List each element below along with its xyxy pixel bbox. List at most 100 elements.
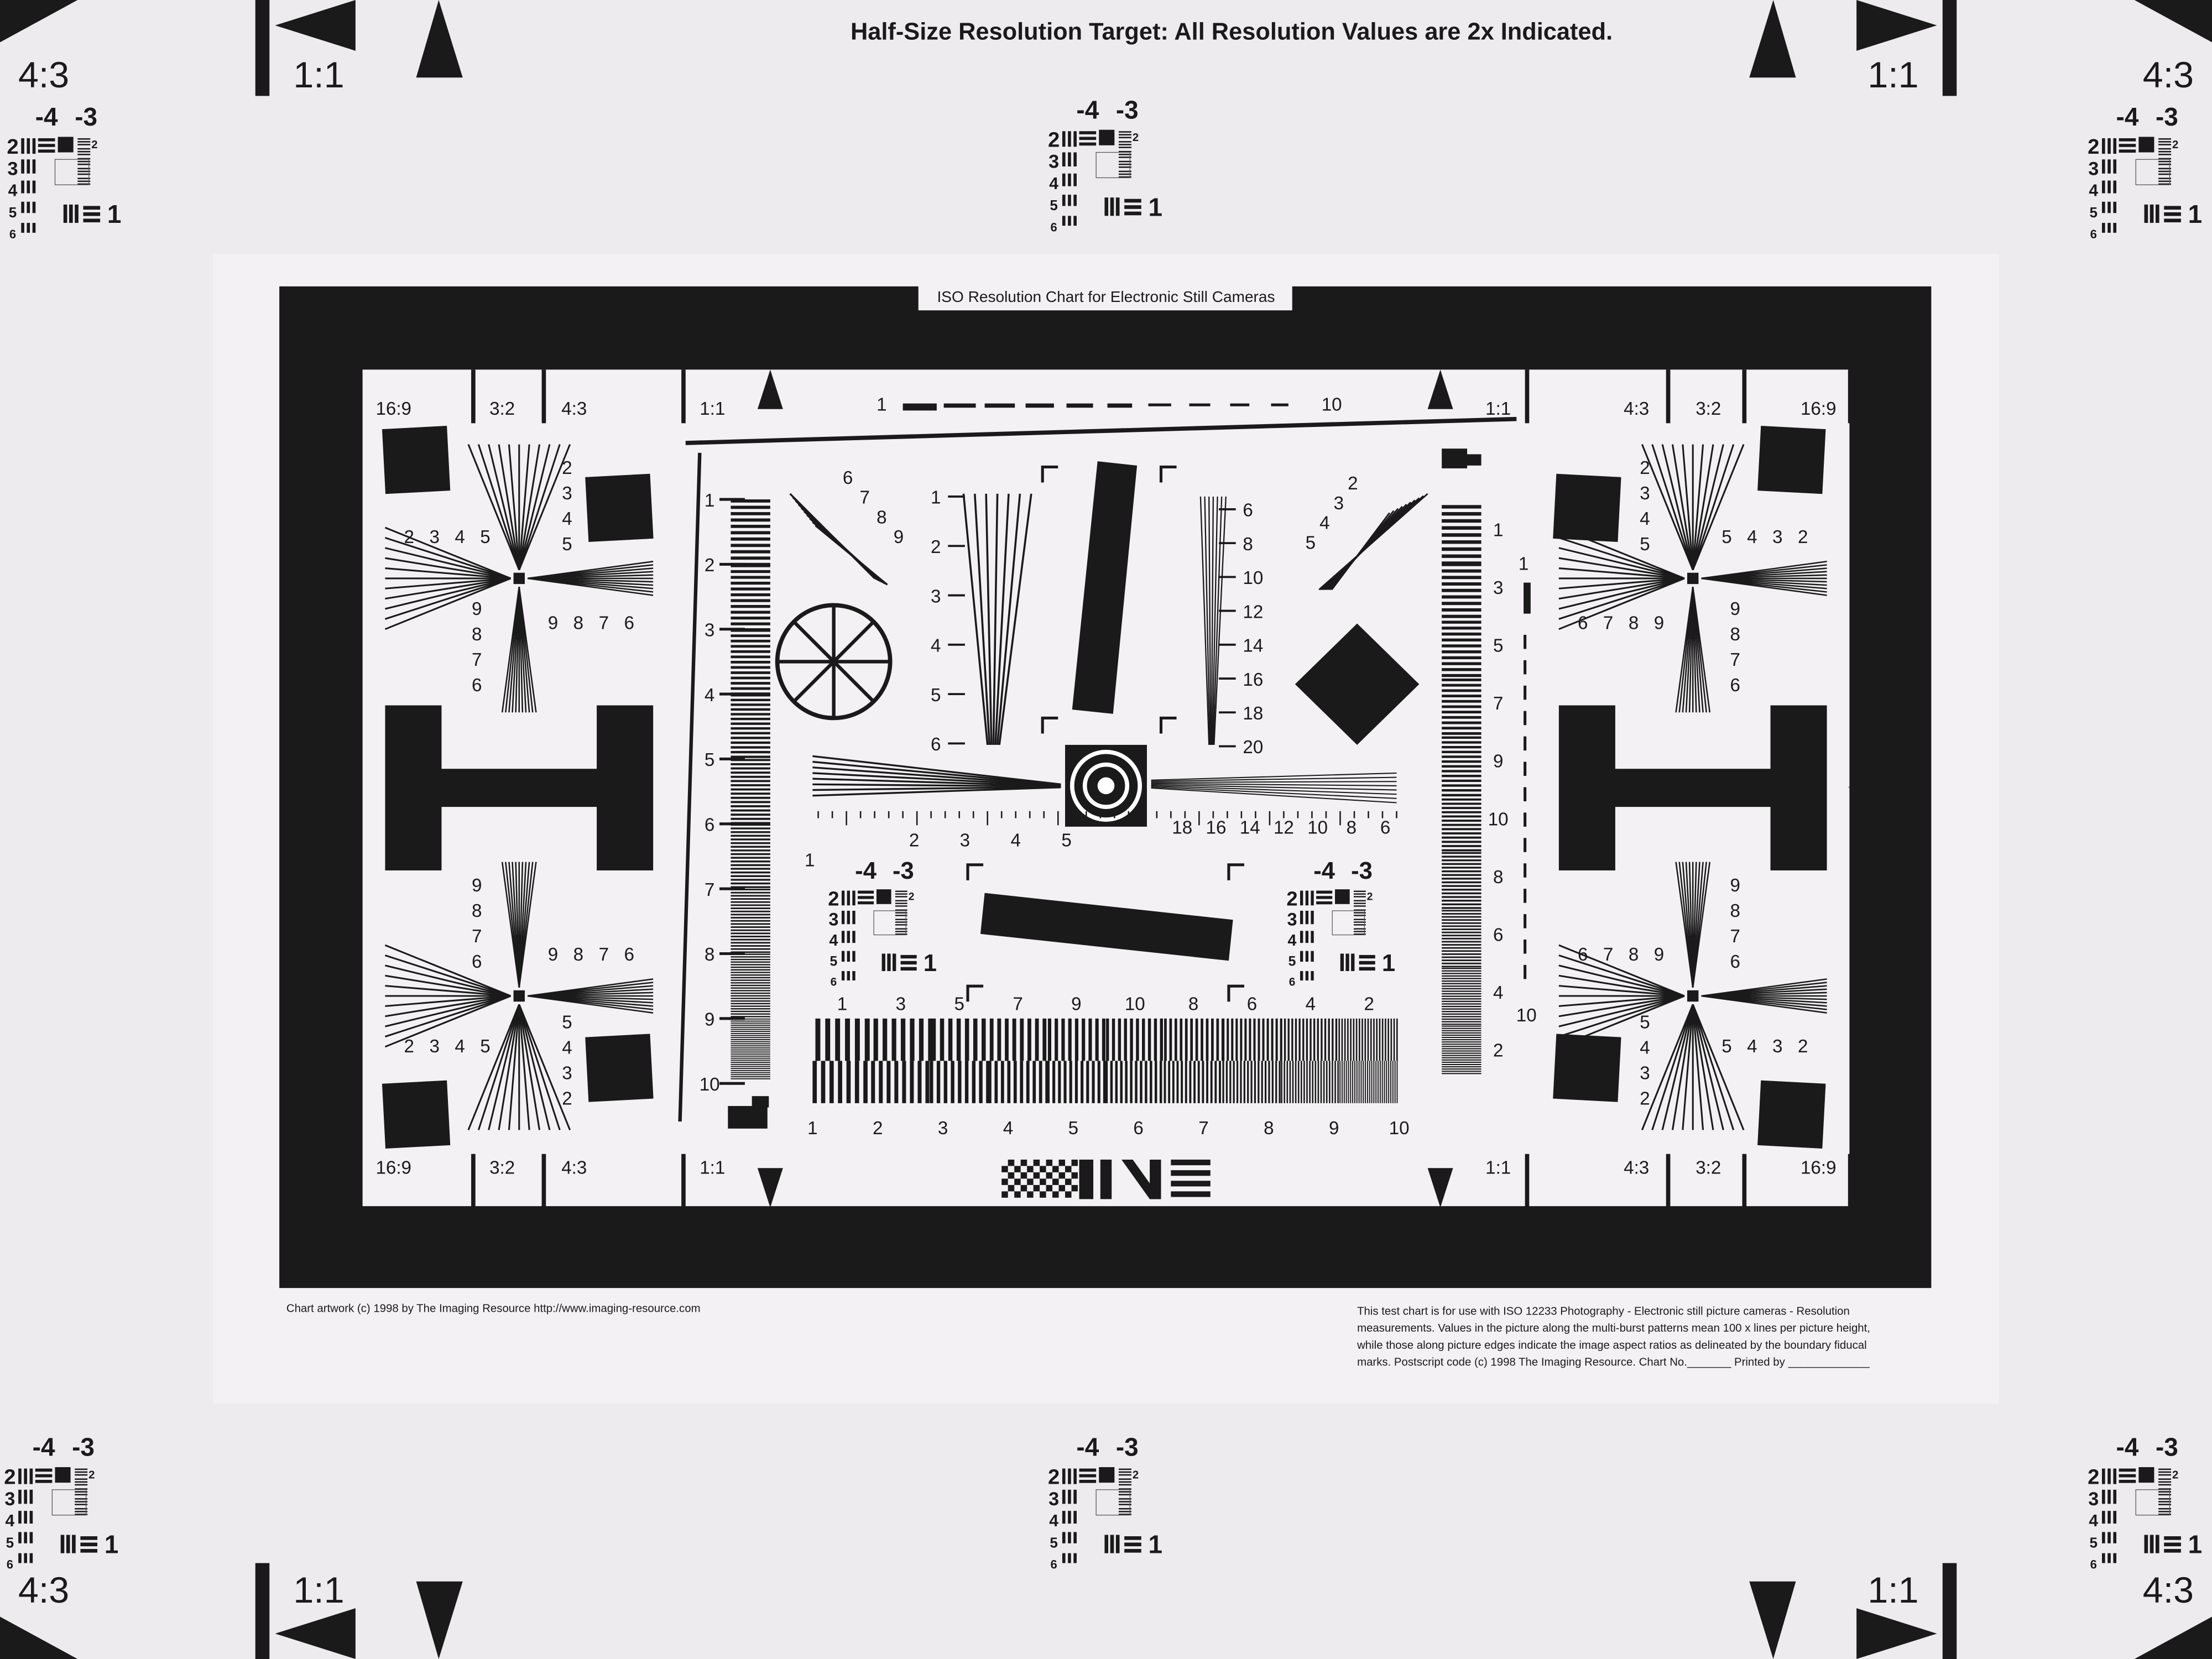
- burst-bar: [1185, 1018, 1188, 1061]
- fan-line: [1558, 577, 1685, 620]
- angled-label: 2: [1348, 473, 1358, 494]
- burst-label: 5: [954, 994, 964, 1015]
- burst-bar: [1222, 1061, 1224, 1103]
- fan-line: [1558, 557, 1685, 580]
- frequency-bar: [1442, 1018, 1481, 1020]
- checker-cell: [1014, 1191, 1021, 1198]
- checker-cell: [1046, 1185, 1053, 1192]
- bar: [21, 223, 24, 233]
- burst-bar: [982, 1018, 986, 1061]
- ratio-label: 1:1: [1867, 1570, 1918, 1611]
- checker-cell: [1052, 1191, 1059, 1198]
- burst-bar: [1000, 1061, 1004, 1103]
- scale-label: 4: [1493, 983, 1503, 1003]
- dash: [1524, 711, 1527, 726]
- bar: [72, 1535, 76, 1553]
- bar: [881, 953, 885, 971]
- checker-cell: [1027, 1191, 1034, 1198]
- wedge-line: [973, 493, 991, 745]
- burst-bar: [1231, 1018, 1234, 1061]
- bar: [2113, 1511, 2117, 1524]
- star-label: 7: [1603, 613, 1613, 634]
- burst-bar: [1314, 1061, 1317, 1103]
- fan-line: [1671, 444, 1694, 570]
- frequency-bar: [1442, 1063, 1481, 1066]
- bar: [77, 141, 91, 143]
- frequency-bar: [731, 958, 770, 961]
- burst-bar: [1280, 1018, 1282, 1061]
- burst-bar: [1229, 1061, 1232, 1103]
- element-label: 6: [7, 1558, 13, 1572]
- bar: [75, 1494, 88, 1496]
- burst-label: 2: [1364, 994, 1374, 1015]
- fan-line: [1671, 1004, 1694, 1130]
- bar: [2158, 163, 2172, 165]
- bar: [1316, 896, 1333, 899]
- frequency-bar: [731, 741, 770, 744]
- star-label: 5: [1640, 1013, 1650, 1033]
- fan-line: [1692, 444, 1735, 571]
- frequency-bar: [1442, 1061, 1481, 1063]
- burst-bar: [1061, 1018, 1065, 1061]
- bar: [1311, 971, 1314, 980]
- frequency-bar: [1442, 998, 1481, 1000]
- block: [752, 1096, 769, 1108]
- frequency-bar: [731, 1025, 770, 1026]
- burst-label: 4: [1306, 994, 1316, 1015]
- burst-bar: [917, 1061, 922, 1103]
- star-label: 8: [1629, 613, 1639, 634]
- checker-cell: [1071, 1185, 1078, 1192]
- group-label: -4: [2116, 102, 2139, 131]
- element-label: 3: [2088, 158, 2099, 179]
- fan-line: [1692, 444, 1724, 570]
- frequency-bar: [731, 788, 770, 791]
- slanted-square: [1757, 425, 1826, 494]
- bar: [75, 1508, 88, 1510]
- fiducial-bar: [681, 1154, 686, 1208]
- fan-line: [1558, 536, 1685, 580]
- star-label: 3: [1640, 1063, 1650, 1084]
- burst-bar: [1384, 1061, 1385, 1103]
- bar: [1524, 582, 1531, 614]
- fan-line: [1692, 587, 1711, 713]
- scale-label: 1: [705, 491, 714, 511]
- frequency-bar: [731, 1070, 770, 1071]
- burst-bar: [1345, 1061, 1347, 1103]
- frequency-bar: [731, 1005, 770, 1007]
- bar: [1171, 1191, 1211, 1197]
- frequency-bar: [731, 1060, 770, 1061]
- burst-bar: [1211, 1018, 1214, 1061]
- burst-label: 3: [960, 831, 970, 851]
- frequency-bar: [731, 956, 770, 958]
- group-label: -4: [35, 102, 58, 131]
- frequency-bar: [1442, 947, 1481, 949]
- bar: [77, 154, 91, 155]
- bar: [1300, 890, 1303, 906]
- bar: [18, 1468, 22, 1484]
- frequency-bar: [1442, 668, 1481, 671]
- group-label: -4: [1076, 95, 1099, 124]
- bar: [1118, 1511, 1131, 1512]
- fan-line: [508, 1004, 520, 1130]
- burst-bar: [1012, 1018, 1016, 1061]
- bar: [27, 223, 30, 233]
- fiducial-triangle: [1427, 369, 1453, 409]
- wedge-line: [996, 493, 1021, 745]
- scale-dash: [1066, 403, 1093, 408]
- burst-bar: [1281, 1061, 1282, 1103]
- burst-bar: [1190, 1018, 1193, 1061]
- frequency-bar: [1442, 993, 1481, 995]
- burst-bar: [1286, 1061, 1288, 1103]
- bar: [77, 163, 91, 165]
- fan-line: [385, 557, 511, 580]
- frequency-bar: [731, 1072, 770, 1073]
- wedge-label: 8: [1243, 534, 1253, 555]
- frequency-bar: [731, 889, 770, 890]
- burst-label: 8: [1264, 1118, 1274, 1139]
- frequency-bar: [1442, 1055, 1481, 1056]
- burst-bar: [821, 1061, 826, 1103]
- burst-bar: [1206, 1018, 1209, 1061]
- burst-bar: [1082, 1018, 1086, 1061]
- burst-line: [1151, 784, 1397, 791]
- frequency-bar: [1442, 727, 1481, 730]
